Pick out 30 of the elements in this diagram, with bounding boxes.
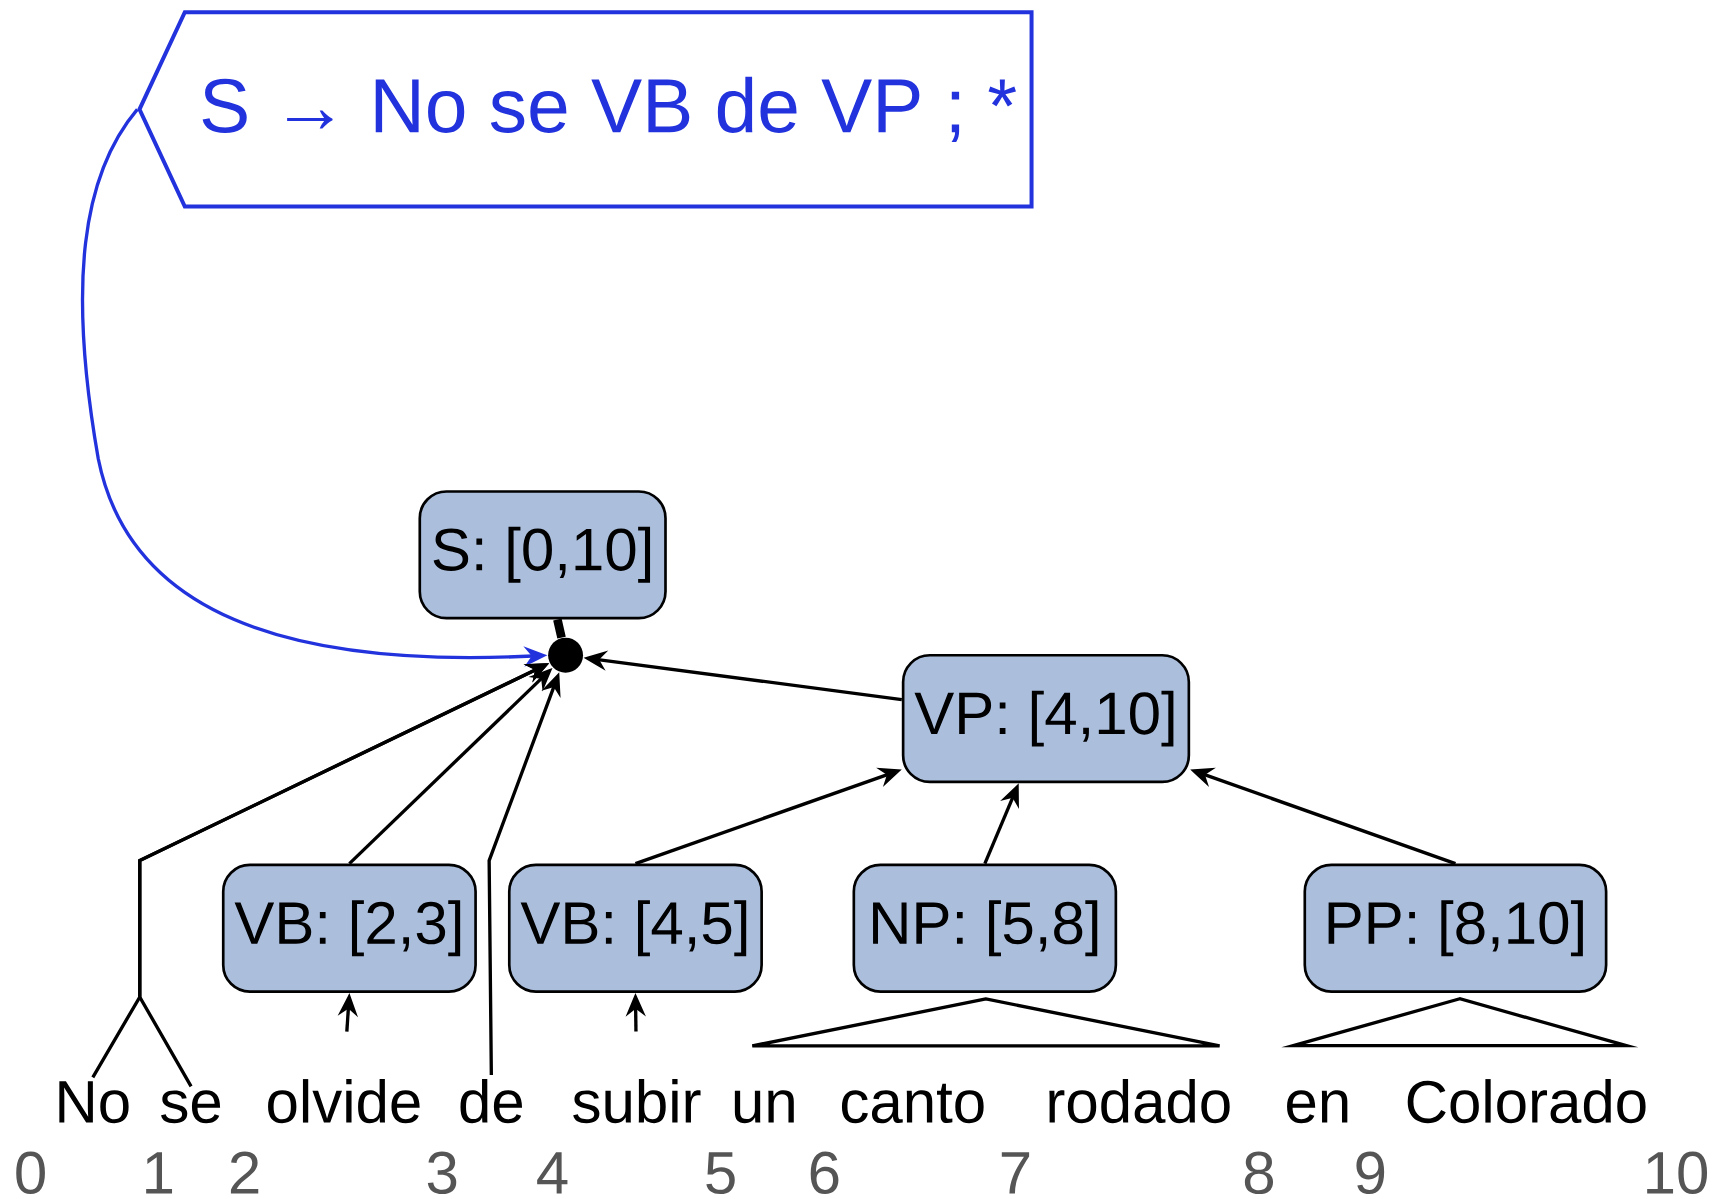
- word: subir: [573, 1079, 701, 1124]
- position-number: 3: [427, 1151, 457, 1195]
- position-number: 10: [1647, 1151, 1708, 1195]
- junction-dot: [548, 637, 584, 673]
- position-number: 2: [230, 1151, 259, 1194]
- word: un: [734, 1090, 794, 1124]
- word: se: [161, 1090, 221, 1124]
- constituent-box: S: [0,10]: [418, 490, 667, 620]
- constituent-box: VB: [2,3]: [221, 863, 477, 993]
- position-number: 7: [1001, 1152, 1030, 1194]
- word: Colorado: [1407, 1079, 1646, 1124]
- connector-line: [553, 618, 566, 639]
- position-number: 1: [146, 1152, 173, 1194]
- constituent-box: VB: [4,5]: [507, 863, 763, 993]
- word: rodado: [1049, 1079, 1230, 1124]
- position-number: 8: [1244, 1151, 1274, 1195]
- position-number: 9: [1356, 1151, 1385, 1195]
- word: olvide: [268, 1079, 420, 1124]
- position-number: 5: [706, 1152, 735, 1195]
- position-number: 6: [810, 1151, 839, 1195]
- subtree-triangle: [750, 997, 1222, 1048]
- word: canto: [841, 1083, 984, 1124]
- word: en: [1287, 1090, 1348, 1124]
- constituent-box: NP: [5,8]: [852, 863, 1118, 993]
- position-number: 4: [537, 1152, 568, 1194]
- word: de: [460, 1079, 522, 1124]
- position-number: 0: [16, 1151, 45, 1195]
- word: No: [59, 1081, 129, 1124]
- constituent-box: VP: [4,10]: [901, 653, 1191, 784]
- constituent-box: PP: [8,10]: [1303, 863, 1608, 993]
